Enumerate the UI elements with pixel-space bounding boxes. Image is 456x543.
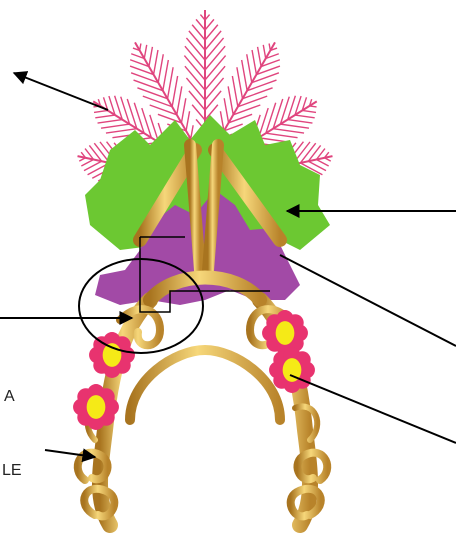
label-a: A [4, 388, 15, 406]
flower [262, 310, 308, 356]
flower [269, 347, 315, 393]
label-le: LE [2, 462, 22, 480]
pointer-arrow-icon [14, 73, 108, 110]
flower [73, 384, 119, 430]
